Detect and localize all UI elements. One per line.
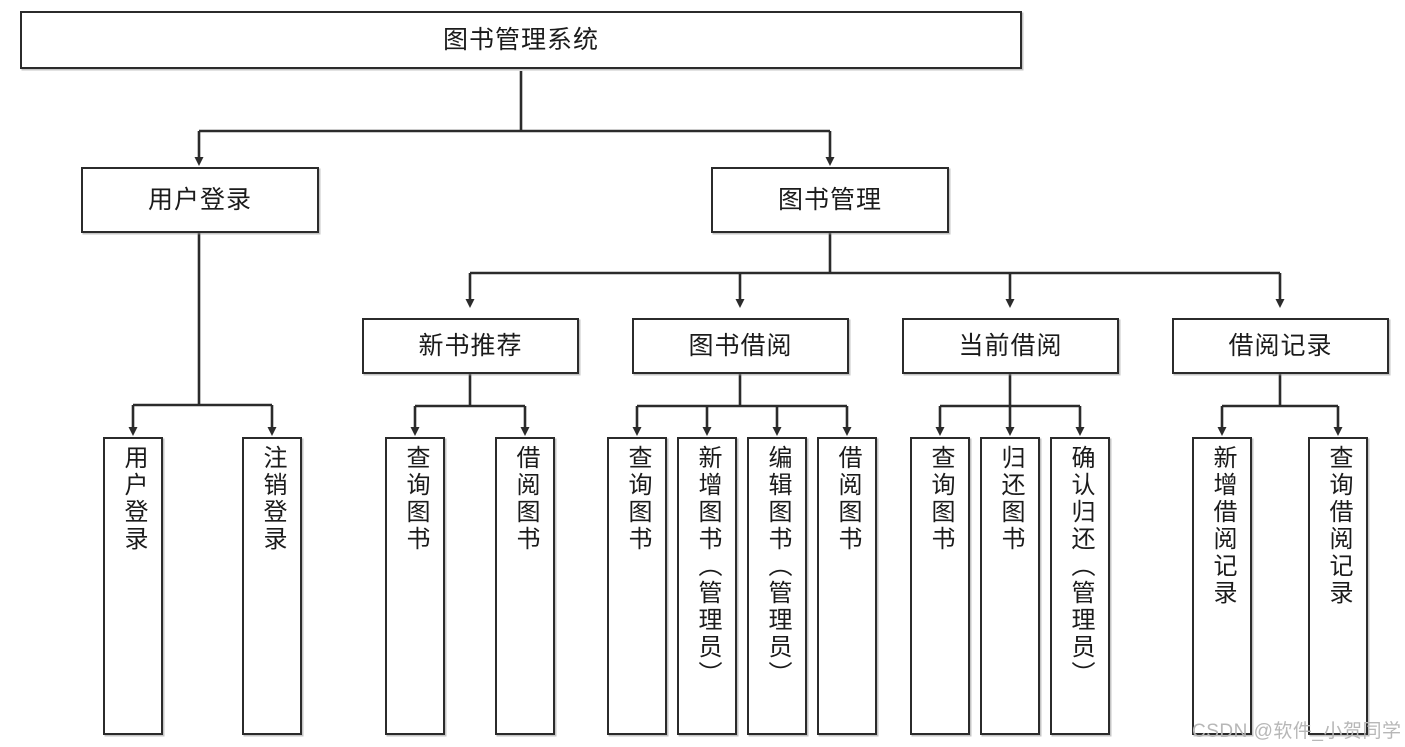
node-label: 图书管理系统	[442, 25, 599, 54]
node-label: 借阅记录	[1228, 331, 1333, 360]
node-label: 归还图书	[997, 445, 1024, 553]
node-new-book-recommend[interactable]: 新书推荐	[362, 318, 579, 374]
node-label: 新书推荐	[418, 331, 523, 360]
node-label: 当前借阅	[958, 331, 1063, 360]
node-borrow-record[interactable]: 借阅记录	[1172, 318, 1389, 374]
node-label: 借阅图书	[512, 445, 539, 553]
node-label: 新增图书（管理员）	[694, 445, 721, 688]
node-label: 新增借阅记录	[1209, 445, 1236, 607]
node-label: 查询图书	[402, 445, 429, 553]
node-label: 编辑图书（管理员）	[764, 445, 791, 688]
leaf-confirm-return-admin[interactable]: 确认归还（管理员）	[1050, 437, 1110, 735]
csdn-watermark: CSDN @软件_小贺同学	[1192, 721, 1402, 742]
node-book-manage[interactable]: 图书管理	[711, 167, 949, 233]
leaf-logout-login[interactable]: 注销登录	[242, 437, 302, 735]
node-book-borrow[interactable]: 图书借阅	[632, 318, 849, 374]
node-user-login[interactable]: 用户登录	[81, 167, 319, 233]
node-label: 图书管理	[777, 185, 882, 214]
leaf-add-book-admin[interactable]: 新增图书（管理员）	[677, 437, 737, 735]
node-current-borrow[interactable]: 当前借阅	[902, 318, 1119, 374]
leaf-return-book[interactable]: 归还图书	[980, 437, 1040, 735]
leaf-borrow-book-recommend[interactable]: 借阅图书	[495, 437, 555, 735]
node-label: 用户登录	[147, 185, 252, 214]
leaf-edit-book-admin[interactable]: 编辑图书（管理员）	[747, 437, 807, 735]
leaf-add-borrow-record[interactable]: 新增借阅记录	[1192, 437, 1252, 735]
node-label: 查询图书	[927, 445, 954, 553]
leaf-user-login[interactable]: 用户登录	[103, 437, 163, 735]
node-label: 注销登录	[259, 445, 286, 553]
node-label: 确认归还（管理员）	[1067, 445, 1094, 688]
node-label: 查询图书	[624, 445, 651, 553]
node-label: 借阅图书	[834, 445, 861, 553]
node-root-system[interactable]: 图书管理系统	[20, 11, 1022, 69]
node-label: 用户登录	[120, 445, 147, 553]
node-label: 图书借阅	[688, 331, 793, 360]
leaf-query-book-borrow[interactable]: 查询图书	[607, 437, 667, 735]
leaf-query-borrow-record[interactable]: 查询借阅记录	[1308, 437, 1368, 735]
leaf-query-book-current[interactable]: 查询图书	[910, 437, 970, 735]
leaf-borrow-book-borrow[interactable]: 借阅图书	[817, 437, 877, 735]
leaf-query-book-recommend[interactable]: 查询图书	[385, 437, 445, 735]
node-label: 查询借阅记录	[1325, 445, 1352, 607]
